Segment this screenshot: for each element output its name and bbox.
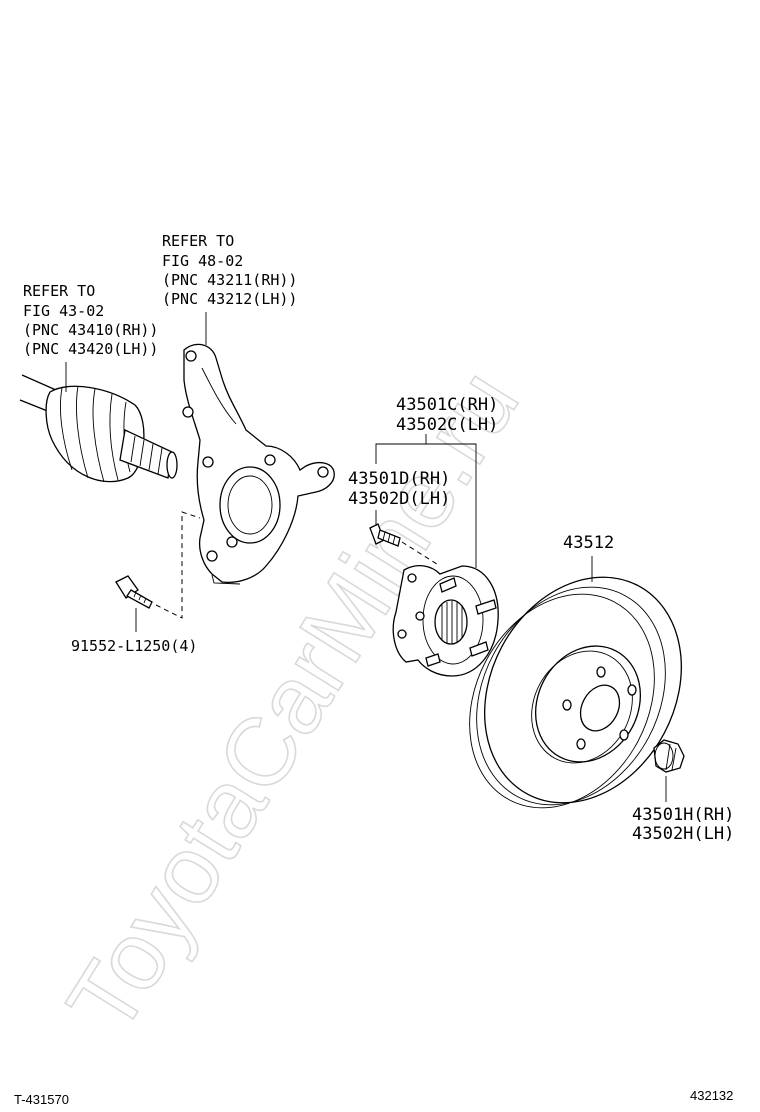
knuckle-ref-line-2[interactable]: FIG 48-02 (162, 252, 243, 270)
brake-disc-drawing[interactable] (433, 543, 719, 841)
driveshaft-ref-line-1: REFER TO (23, 282, 95, 300)
hub-bearing-drawing[interactable] (392, 564, 499, 677)
hub-bearing-part-lh[interactable]: 43502C(LH) (396, 415, 498, 435)
knuckle-ref-line-1: REFER TO (162, 232, 234, 250)
drive-shaft-drawing[interactable] (19, 374, 178, 483)
hub-bolt-drawing[interactable] (369, 523, 401, 547)
knuckle-bolt-drawing[interactable] (115, 575, 153, 609)
driveshaft-ref-line-4[interactable]: (PNC 43420(LH)) (23, 340, 158, 358)
footer-right-code: 432132 (690, 1088, 733, 1103)
driveshaft-ref-line-3[interactable]: (PNC 43410(RH)) (23, 321, 158, 339)
hub-bolt-part-lh[interactable]: 43502D(LH) (348, 489, 450, 509)
hub-nut-part-lh[interactable]: 43502H(LH) (632, 824, 734, 844)
knuckle-ref-line-4[interactable]: (PNC 43212(LH)) (162, 290, 297, 308)
hub-bearing-part-rh[interactable]: 43501C(RH) (396, 395, 498, 415)
hub-bolt-part-rh[interactable]: 43501D(RH) (348, 469, 450, 489)
driveshaft-ref-line-2[interactable]: FIG 43-02 (23, 302, 104, 320)
steering-knuckle-drawing[interactable] (182, 343, 335, 585)
brake-disc-part[interactable]: 43512 (563, 533, 614, 553)
leader-lines (65, 312, 667, 802)
hub-bolt-leader (401, 541, 441, 567)
knuckle-ref-line-3[interactable]: (PNC 43211(RH)) (162, 271, 297, 289)
knuckle-bolt-part[interactable]: 91552-L1250(4) (71, 637, 197, 655)
footer-left-code: T-431570 (14, 1092, 69, 1107)
hub-nut-drawing[interactable] (653, 739, 685, 773)
hub-nut-part-rh[interactable]: 43501H(RH) (632, 805, 734, 825)
knuckle-bolt-leader (155, 511, 201, 619)
